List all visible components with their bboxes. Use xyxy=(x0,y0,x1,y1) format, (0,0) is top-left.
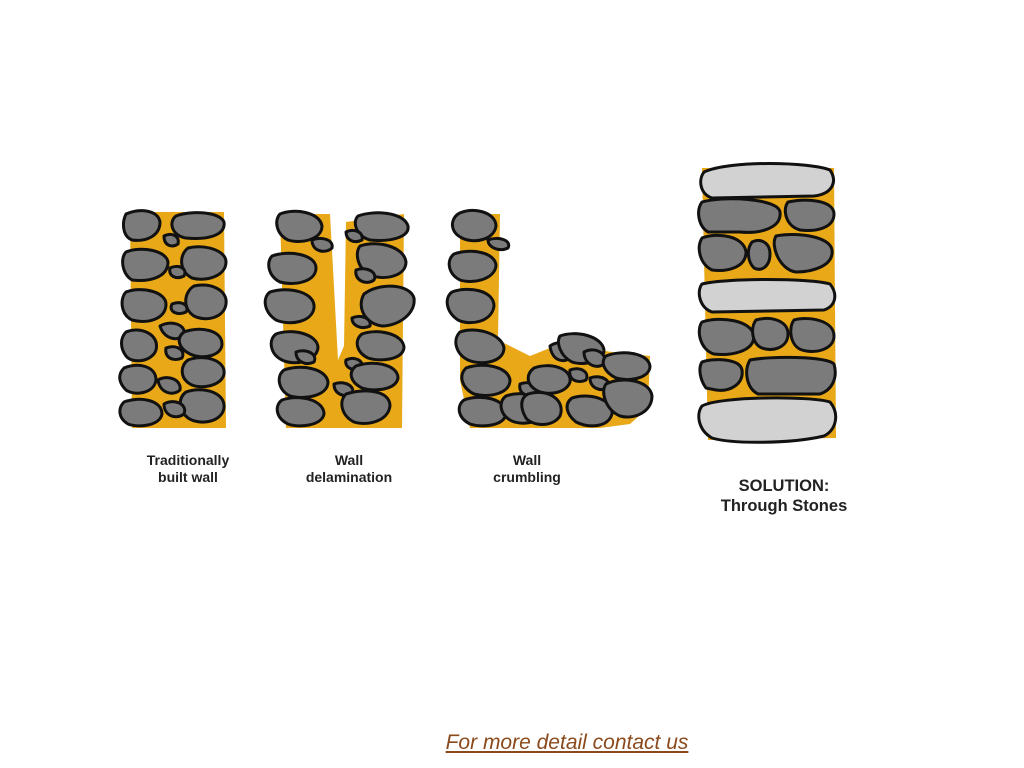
stone xyxy=(349,361,400,392)
stone xyxy=(568,367,589,384)
stone xyxy=(340,389,392,425)
stone xyxy=(294,349,317,366)
wall-crumbling xyxy=(445,209,654,428)
stone xyxy=(162,232,180,248)
stone xyxy=(457,395,508,428)
caption-crumbling-line1: Wall xyxy=(512,452,542,468)
wall-through-stones xyxy=(697,162,838,444)
stone xyxy=(697,233,748,272)
stone xyxy=(120,328,158,363)
stone xyxy=(267,251,318,285)
stone xyxy=(602,378,654,419)
stone xyxy=(745,355,837,396)
stone xyxy=(353,211,410,242)
stone xyxy=(565,394,614,428)
stone xyxy=(169,301,189,316)
stone xyxy=(746,239,772,271)
stone xyxy=(783,198,836,232)
stone xyxy=(120,288,168,323)
stone xyxy=(359,284,416,328)
stone xyxy=(451,209,498,243)
through-stone-middle xyxy=(697,278,837,314)
stone xyxy=(178,388,226,424)
stone xyxy=(526,364,572,395)
wall-traditional xyxy=(118,209,228,428)
through-stone-bottom xyxy=(697,396,838,444)
caption-delamination-line1: Wall xyxy=(334,452,364,468)
stone xyxy=(263,288,316,325)
stone xyxy=(520,391,563,426)
stone xyxy=(344,228,364,244)
stone xyxy=(445,287,496,325)
stone xyxy=(170,211,226,240)
stone xyxy=(275,209,324,243)
stone xyxy=(162,400,187,419)
stone xyxy=(156,376,182,395)
stone xyxy=(122,209,162,242)
stone xyxy=(277,365,330,399)
stone xyxy=(180,245,228,281)
caption-solution: SOLUTION: Through Stones xyxy=(695,477,873,517)
stone xyxy=(697,197,782,234)
stone xyxy=(751,317,790,351)
stone xyxy=(168,264,187,280)
caption-traditional-line1: Traditionally xyxy=(146,452,230,468)
stone xyxy=(789,317,836,353)
stone xyxy=(486,236,511,252)
stone xyxy=(697,317,756,356)
caption-traditional-line2: built wall xyxy=(158,468,218,485)
caption-crumbling-line2: crumbling xyxy=(493,468,561,485)
caption-delamination: Wall delamination xyxy=(285,452,413,486)
caption-traditional: Traditionally built wall xyxy=(124,452,252,486)
stone xyxy=(354,267,377,284)
stone xyxy=(184,283,228,321)
stone xyxy=(772,233,834,274)
caption-solution-line1: SOLUTION: xyxy=(738,477,830,495)
stone xyxy=(601,351,652,381)
stone xyxy=(180,356,226,389)
stone xyxy=(447,249,498,283)
stone xyxy=(121,247,170,282)
stone xyxy=(310,236,334,253)
stone xyxy=(164,345,185,362)
wall-delamination xyxy=(263,209,416,428)
stone xyxy=(275,396,326,428)
stone xyxy=(118,363,158,395)
stone xyxy=(355,330,406,362)
caption-crumbling: Wall crumbling xyxy=(463,452,591,486)
stone xyxy=(350,314,372,330)
stone xyxy=(118,397,164,428)
contact-us-link[interactable]: For more detail contact us xyxy=(445,731,689,754)
stone xyxy=(177,327,224,359)
caption-delamination-line2: delamination xyxy=(305,468,393,485)
stone xyxy=(454,328,506,365)
caption-solution-line2: Through Stones xyxy=(720,496,848,515)
stone xyxy=(460,363,512,397)
stone xyxy=(698,358,744,392)
through-stone-top xyxy=(699,162,835,200)
